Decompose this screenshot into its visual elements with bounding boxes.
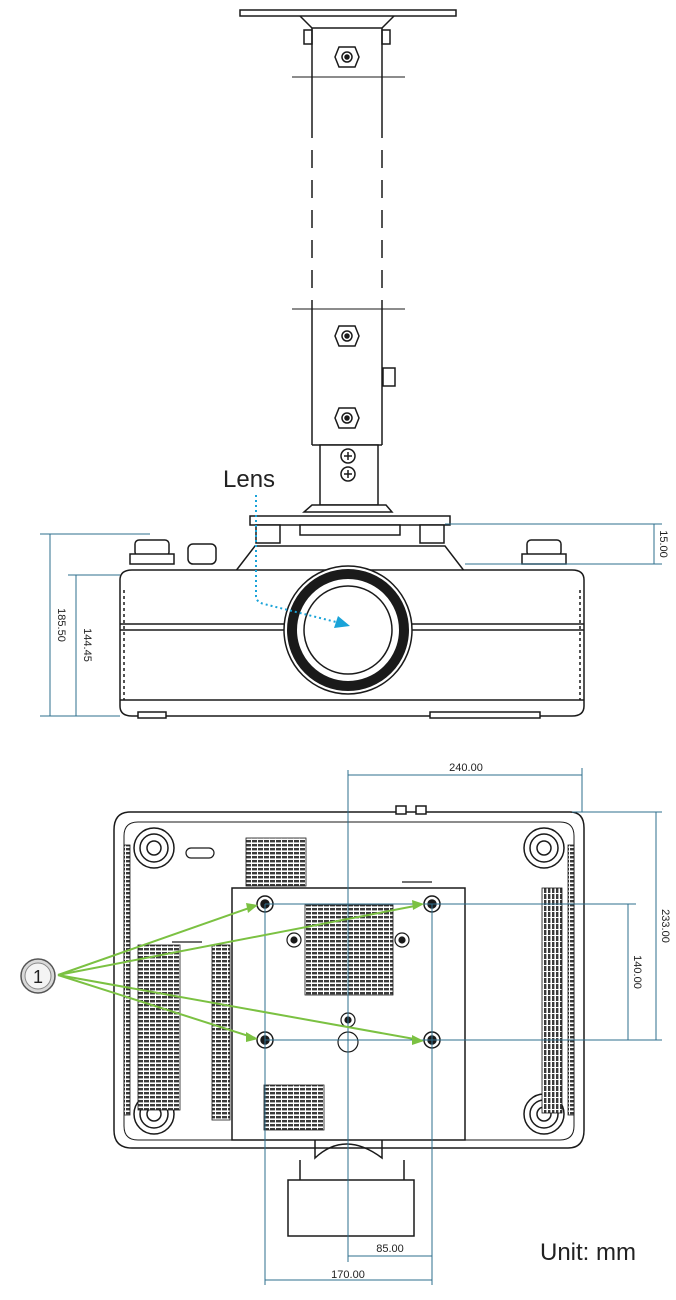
- lens-pointer-arrowhead: [334, 616, 350, 628]
- lens-label: Lens: [223, 466, 275, 493]
- dim-mount-width-inner: 170.00: [331, 1269, 365, 1281]
- dim-total-height: 185.50: [55, 608, 67, 642]
- callout-badge: 1: [20, 958, 56, 994]
- projector-front-view: [119, 515, 585, 719]
- ceiling-mount: [239, 9, 457, 513]
- pole-nuts: [334, 46, 360, 482]
- ceiling-plate: [239, 9, 457, 17]
- dim-mount-depth-inner: 140.00: [631, 955, 643, 989]
- unit-label: Unit: mm: [540, 1239, 636, 1266]
- front-view-dimensions: [40, 523, 662, 717]
- lens-pointer-arrow: [255, 495, 337, 623]
- callout-number: 1: [33, 967, 43, 987]
- dim-bracket-offset: 15.00: [657, 530, 669, 558]
- dim-lens-offset: 85.00: [376, 1243, 404, 1255]
- dim-body-height: 144.45: [81, 628, 93, 662]
- callout-arrows: [57, 904, 421, 1041]
- dim-mount-depth-outer: 233.00: [659, 909, 671, 943]
- bottom-view-dimensions: [264, 768, 662, 1285]
- dim-mount-width-outer: 240.00: [449, 762, 483, 774]
- vent-grilles: [123, 837, 575, 1131]
- callout-arrowheads: [246, 900, 424, 1045]
